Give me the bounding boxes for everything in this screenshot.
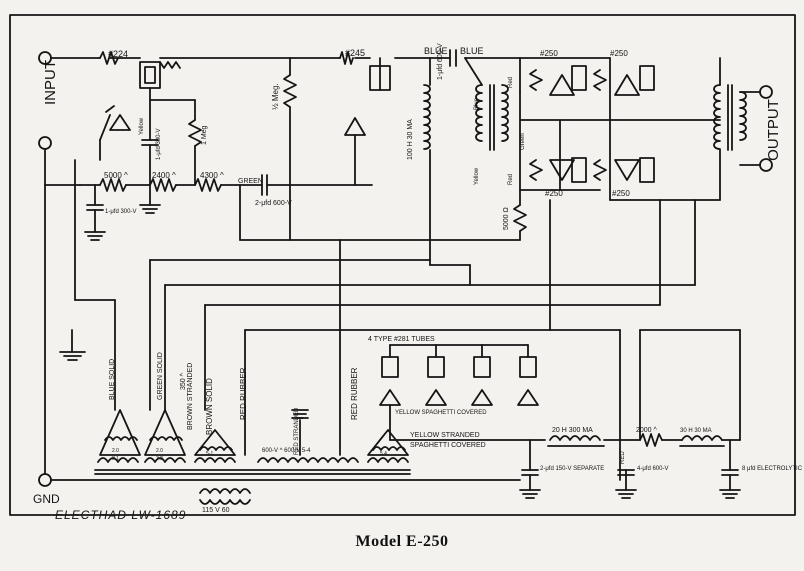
- r350-label: 350 ^: [180, 372, 187, 390]
- tr51-label: 5-1: [206, 451, 213, 457]
- choke-30h: [681, 435, 723, 441]
- r2400-label: 2400 ^: [152, 171, 176, 180]
- interstage-transformer: [475, 84, 483, 142]
- green-solid-label: GREEN SOLID: [157, 352, 164, 400]
- cap-yellow-label: 1-μfd 300-V: [156, 129, 162, 160]
- choke-100h: [423, 84, 431, 150]
- tube-245-grid: [344, 117, 366, 136]
- tube-250d-label: #250: [612, 189, 630, 198]
- tube-250-a: [571, 65, 587, 91]
- yellow-spaghetti-label: YELLOW SPAGHETTI COVERED: [395, 410, 487, 416]
- output-label: OUTPUT: [765, 99, 782, 161]
- tube-250b-label: #250: [610, 49, 628, 58]
- one-meg-label: 1 Meg: [201, 125, 208, 145]
- cap8-label: 8 μfd ELECTROLYTIC: [742, 466, 803, 472]
- resistor-half-meg: [283, 74, 297, 108]
- output-transformer: [713, 84, 721, 150]
- blue-wire-label: Blue: [474, 97, 480, 110]
- cap2-label: 2-μfd 600-V: [255, 200, 292, 207]
- rectifier-tube-2: [427, 356, 445, 378]
- filament-transformer-2: [144, 409, 186, 456]
- yellow-wire-label: Yellow: [474, 167, 480, 185]
- red-stranded-label: RED STRANDED: [294, 407, 300, 455]
- cap-bl-label: 1-μfd 300-V: [105, 209, 136, 215]
- red1-wire-label: Red: [508, 77, 514, 88]
- choke1-label: 20 H 300 MA: [552, 427, 593, 434]
- tr32-label: 3.2: [156, 456, 163, 462]
- tube-250a-label: #250: [540, 49, 558, 58]
- blue-solid-label: BLUE SOLID: [109, 359, 116, 400]
- tube-250c-label: #250: [545, 189, 563, 198]
- resistor-5000-ohm: [513, 204, 527, 232]
- input-arrow: [109, 114, 131, 131]
- resistor-2000: [639, 433, 663, 447]
- r5000-ohm-label: 5000 Ω: [503, 207, 510, 230]
- tr20a-label: 2.0: [112, 448, 119, 454]
- hv-label: 600-V ^ 600-V 5-4: [262, 448, 311, 454]
- yellow-label: Yellow: [139, 117, 145, 135]
- spaghetti-covered-label: SPAGHETTI COVERED: [410, 442, 486, 449]
- r5000-label: 5000 ^: [104, 171, 128, 180]
- gnd-terminal: [38, 473, 52, 487]
- input-terminal-2: [38, 136, 52, 150]
- brown-stranded-label: BROWN STRANDED: [187, 363, 194, 430]
- output-terminal-2: [759, 158, 773, 172]
- tr20b-label: 2.0: [156, 448, 163, 454]
- hv-secondary: [257, 457, 359, 463]
- frame: [9, 14, 796, 516]
- rectifier-tube-1: [381, 356, 399, 378]
- tube-245-label: #245: [345, 48, 365, 58]
- line-label: 115 V 60: [202, 507, 230, 514]
- output-terminal: [759, 85, 773, 99]
- filament-transformer-3: [194, 429, 236, 456]
- brown-solid-label: BROWN SOLID: [205, 378, 214, 435]
- choke2-label: 30 H 30 MA: [680, 428, 712, 434]
- resistor-2400: [149, 178, 177, 192]
- figure-caption: Model E-250: [355, 533, 449, 550]
- tr54-label: 5.4: [380, 451, 387, 457]
- red-rubber2-label: RED RUBBER: [350, 367, 359, 420]
- cap-coupling-label: 1-μfd 600-V: [437, 43, 444, 80]
- blue-top-label: BLUE: [424, 46, 448, 56]
- choke-20h: [549, 435, 601, 441]
- choke-100h-label: 100 H 30 MA: [407, 119, 414, 160]
- input-label: INPUT: [42, 60, 59, 105]
- red-wire-label: RED: [620, 451, 626, 464]
- gnd-label: GND: [33, 492, 60, 506]
- maker-label: ELECTHAD LW-1689: [55, 508, 186, 522]
- rectifier-tube-4: [519, 356, 537, 378]
- tube-224-label: #224: [108, 49, 128, 59]
- filament-transformer-1: [99, 409, 141, 456]
- yellow-stranded-label: YELLOW STRANDED: [410, 432, 480, 439]
- tubes281-label: 4 TYPE #281 TUBES: [368, 336, 435, 343]
- red-rubber1-label: RED RUBBER: [239, 367, 248, 420]
- resistor-4300: [194, 178, 222, 192]
- red2-wire-label: Red: [508, 174, 514, 185]
- rectifier-tube-3: [473, 356, 491, 378]
- r2000-label: 2000 ^: [636, 427, 658, 434]
- tr31-label: 3.1: [112, 456, 119, 462]
- cap-sep-label: 2-μfd 150-V SEPARATE: [540, 466, 604, 472]
- resistor-5000: [99, 178, 127, 192]
- half-meg-label: ½ Meg.: [271, 83, 280, 110]
- tube-250-b: [639, 65, 655, 91]
- r4300-label: 4300 ^: [200, 171, 224, 180]
- green-wire-label: Green: [520, 133, 526, 150]
- line-primary: [199, 488, 251, 494]
- blue-top2-label: BLUE: [460, 46, 484, 56]
- rectifier-transformer: [367, 429, 409, 456]
- resistor-224: [99, 51, 119, 65]
- tube-250-c: [571, 157, 587, 183]
- tube-250-d: [639, 157, 655, 183]
- green-label: GREEN: [238, 178, 263, 185]
- tube-224: [139, 61, 161, 89]
- cap4-label: 4-μfd 600-V: [637, 466, 668, 472]
